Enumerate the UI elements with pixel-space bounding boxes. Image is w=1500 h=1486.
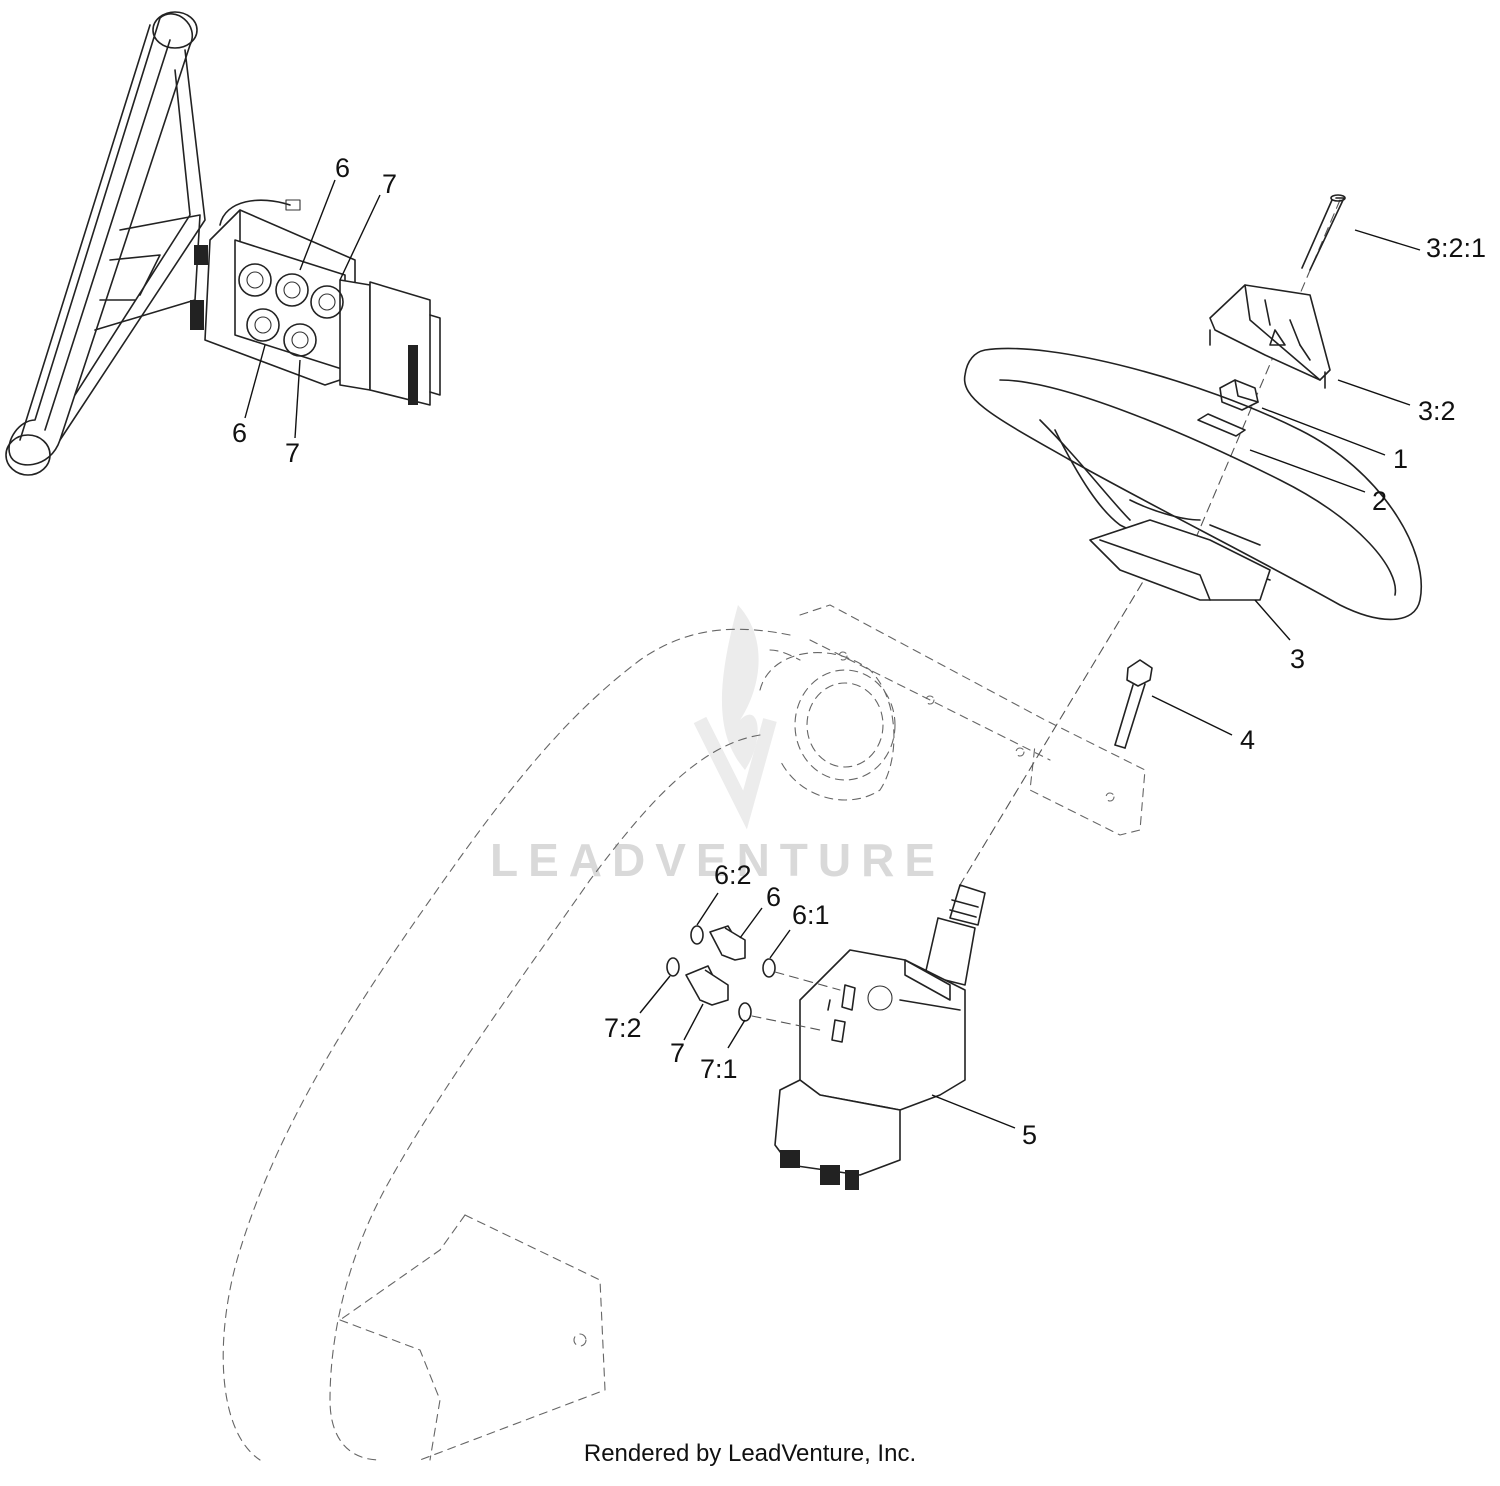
callout-inset-6-top: 6 [335, 153, 350, 183]
leadventure-watermark: LEADVENTURE [490, 605, 945, 886]
footer-credit: Rendered by LeadVenture, Inc. [583, 1440, 917, 1467]
callout-7-2: 7:2 [604, 1013, 642, 1043]
fitting-6-assembly [690, 925, 841, 991]
callout-2: 2 [1372, 486, 1387, 516]
callout-4: 4 [1240, 725, 1255, 755]
part-nut-1 [1219, 379, 1259, 411]
part-washer-2 [1197, 413, 1246, 437]
callout-6-1: 6:1 [792, 900, 830, 930]
part-steering-wheel-3 [963, 347, 1422, 621]
inset-steering-wheel [5, 11, 206, 476]
part-screw-3-2-1 [1301, 194, 1346, 271]
inset-steering-valve [190, 199, 441, 406]
callout-5: 5 [1022, 1120, 1037, 1150]
inset-steering-assembly [5, 11, 441, 476]
callout-3: 3 [1290, 644, 1305, 674]
callout-1: 1 [1393, 444, 1408, 474]
callout-7: 7 [670, 1038, 685, 1068]
part-steering-valve-5 [774, 884, 986, 1190]
callout-inset-6-bottom: 6 [232, 418, 247, 448]
part-horn-cap-3-2 [1209, 284, 1331, 389]
callout-inset-7-top: 7 [382, 169, 397, 199]
part-bolt-4 [1114, 659, 1153, 749]
fitting-7-assembly [666, 957, 821, 1031]
callout-inset-7-bottom: 7 [285, 438, 300, 468]
callout-3-2-1: 3:2:1 [1426, 233, 1486, 263]
callout-3-2: 3:2 [1418, 396, 1456, 426]
callout-6-2: 6:2 [714, 860, 752, 890]
callout-6: 6 [766, 882, 781, 912]
phantom-steering-column [222, 604, 1146, 1461]
watermark-text: LEADVENTURE [490, 834, 945, 886]
callout-7-1: 7:1 [700, 1054, 738, 1084]
